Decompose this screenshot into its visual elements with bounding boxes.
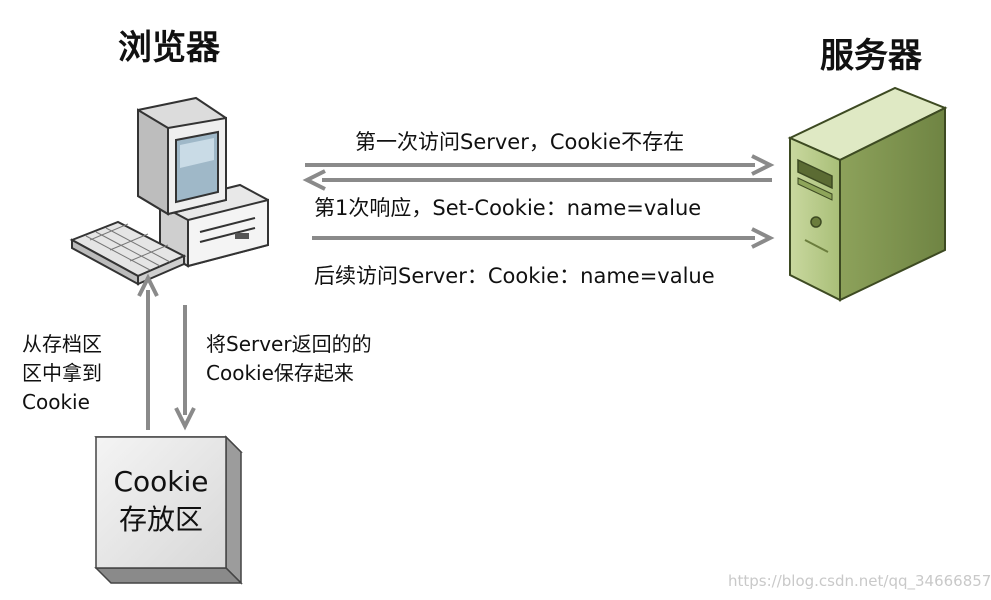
watermark-text: https://blog.csdn.net/qq_34666857 (728, 572, 991, 590)
read-cookie-note-line: 从存档区 (22, 332, 102, 356)
response-label: 第1次响应，Set-Cookie：name=value (314, 196, 702, 220)
request-next-label: 后续访问Server：Cookie：name=value (314, 264, 715, 288)
save-cookie-arrow (174, 305, 196, 431)
request-first-label: 第一次访问Server，Cookie不存在 (355, 130, 685, 154)
server-title: 服务器 (820, 36, 922, 76)
save-cookie-note-line: Cookie保存起来 (206, 361, 354, 385)
read-cookie-note-line: 区中拿到 (22, 361, 102, 385)
cookie-store-line1: Cookie (113, 465, 209, 498)
response-arrow (302, 169, 772, 191)
save-cookie-note: 将Server返回的的 Cookie保存起来 (206, 330, 372, 388)
cookie-store-label: Cookie 存放区 (96, 463, 226, 539)
request-next-arrow (312, 227, 775, 249)
cookie-store-line2: 存放区 (118, 503, 203, 536)
read-cookie-arrow (137, 273, 159, 430)
computer-icon (69, 96, 269, 286)
server-icon (787, 86, 948, 302)
save-cookie-note-line: 将Server返回的的 (206, 332, 372, 356)
read-cookie-note-line: Cookie (22, 390, 90, 414)
read-cookie-note: 从存档区 区中拿到 Cookie (22, 330, 102, 417)
request-first-arrow (305, 154, 775, 176)
cookie-store-box (94, 435, 243, 585)
browser-title: 浏览器 (118, 28, 220, 68)
